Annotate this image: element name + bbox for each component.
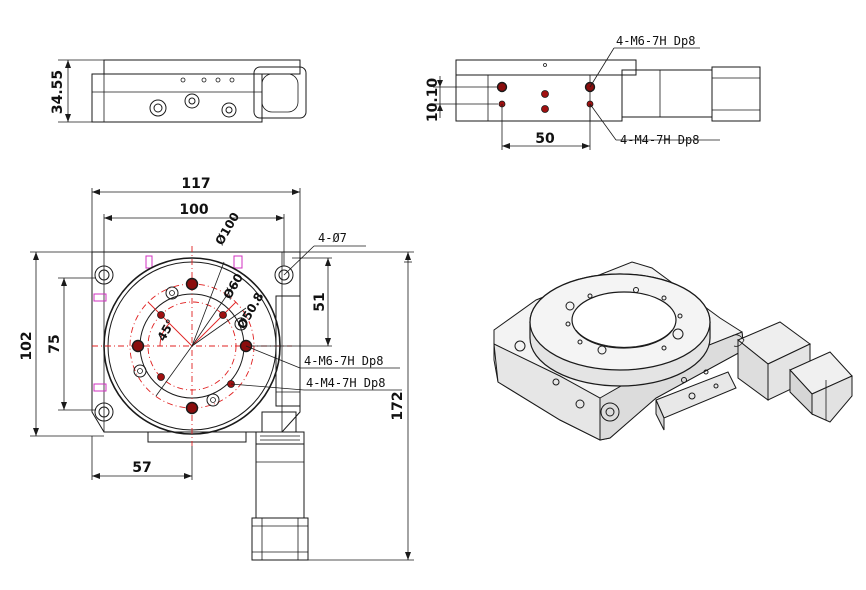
m4-hole bbox=[157, 373, 165, 381]
front-screw-hole bbox=[149, 99, 167, 117]
m6-hole-bottom bbox=[185, 401, 199, 415]
dim-51: 51 bbox=[312, 292, 328, 311]
side-vertical-dim: 10.10 bbox=[425, 78, 441, 123]
side-top-plate bbox=[455, 59, 637, 76]
callout-m4: 4-M4-7H Dp8 bbox=[306, 376, 385, 390]
dim-102: 102 bbox=[19, 331, 35, 360]
m4-hole bbox=[219, 311, 227, 319]
iso-rotary-bore bbox=[571, 291, 677, 349]
dim-57: 57 bbox=[132, 460, 151, 476]
dim-117: 117 bbox=[181, 176, 210, 192]
m6-hole-left bbox=[131, 339, 145, 353]
side-motor-end bbox=[711, 66, 761, 122]
dim-100: 100 bbox=[179, 202, 208, 218]
mount-hole-bl bbox=[94, 402, 114, 422]
front-view: 34.55 bbox=[50, 59, 307, 123]
front-motor bbox=[253, 66, 307, 119]
dia-100-label: Ø100 bbox=[212, 210, 242, 248]
motor-end bbox=[251, 517, 309, 561]
angle-label: 45° bbox=[154, 317, 177, 344]
top-view: Ø100 Ø60 Ø50.8 45° 117 100 4-Ø7 bbox=[19, 176, 414, 561]
callout-m6: 4-M6-7H Dp8 bbox=[304, 354, 383, 368]
m4-hole bbox=[157, 311, 165, 319]
side-m6-hole bbox=[496, 81, 508, 93]
dim-75: 75 bbox=[47, 334, 63, 353]
side-bottom-callout: 4-M4-7H Dp8 bbox=[620, 133, 699, 147]
front-base-body bbox=[91, 73, 263, 123]
m6-hole-top bbox=[185, 277, 199, 291]
side-horizontal-dim: 50 bbox=[535, 131, 555, 147]
mount-hole-tl bbox=[94, 265, 114, 285]
hole-callout: 4-Ø7 bbox=[318, 231, 347, 245]
dim-172: 172 bbox=[390, 391, 406, 420]
motor-body bbox=[255, 443, 305, 519]
isometric-view bbox=[493, 261, 853, 441]
side-top-callout: 4-M6-7H Dp8 bbox=[616, 34, 695, 48]
side-motor-body bbox=[621, 69, 713, 118]
side-view: 10.10 50 4-M6-7H Dp8 4-M4-7H Dp8 bbox=[425, 34, 761, 150]
front-height-dim: 34.55 bbox=[50, 70, 66, 114]
dia-60-label: Ø60 bbox=[220, 271, 246, 301]
